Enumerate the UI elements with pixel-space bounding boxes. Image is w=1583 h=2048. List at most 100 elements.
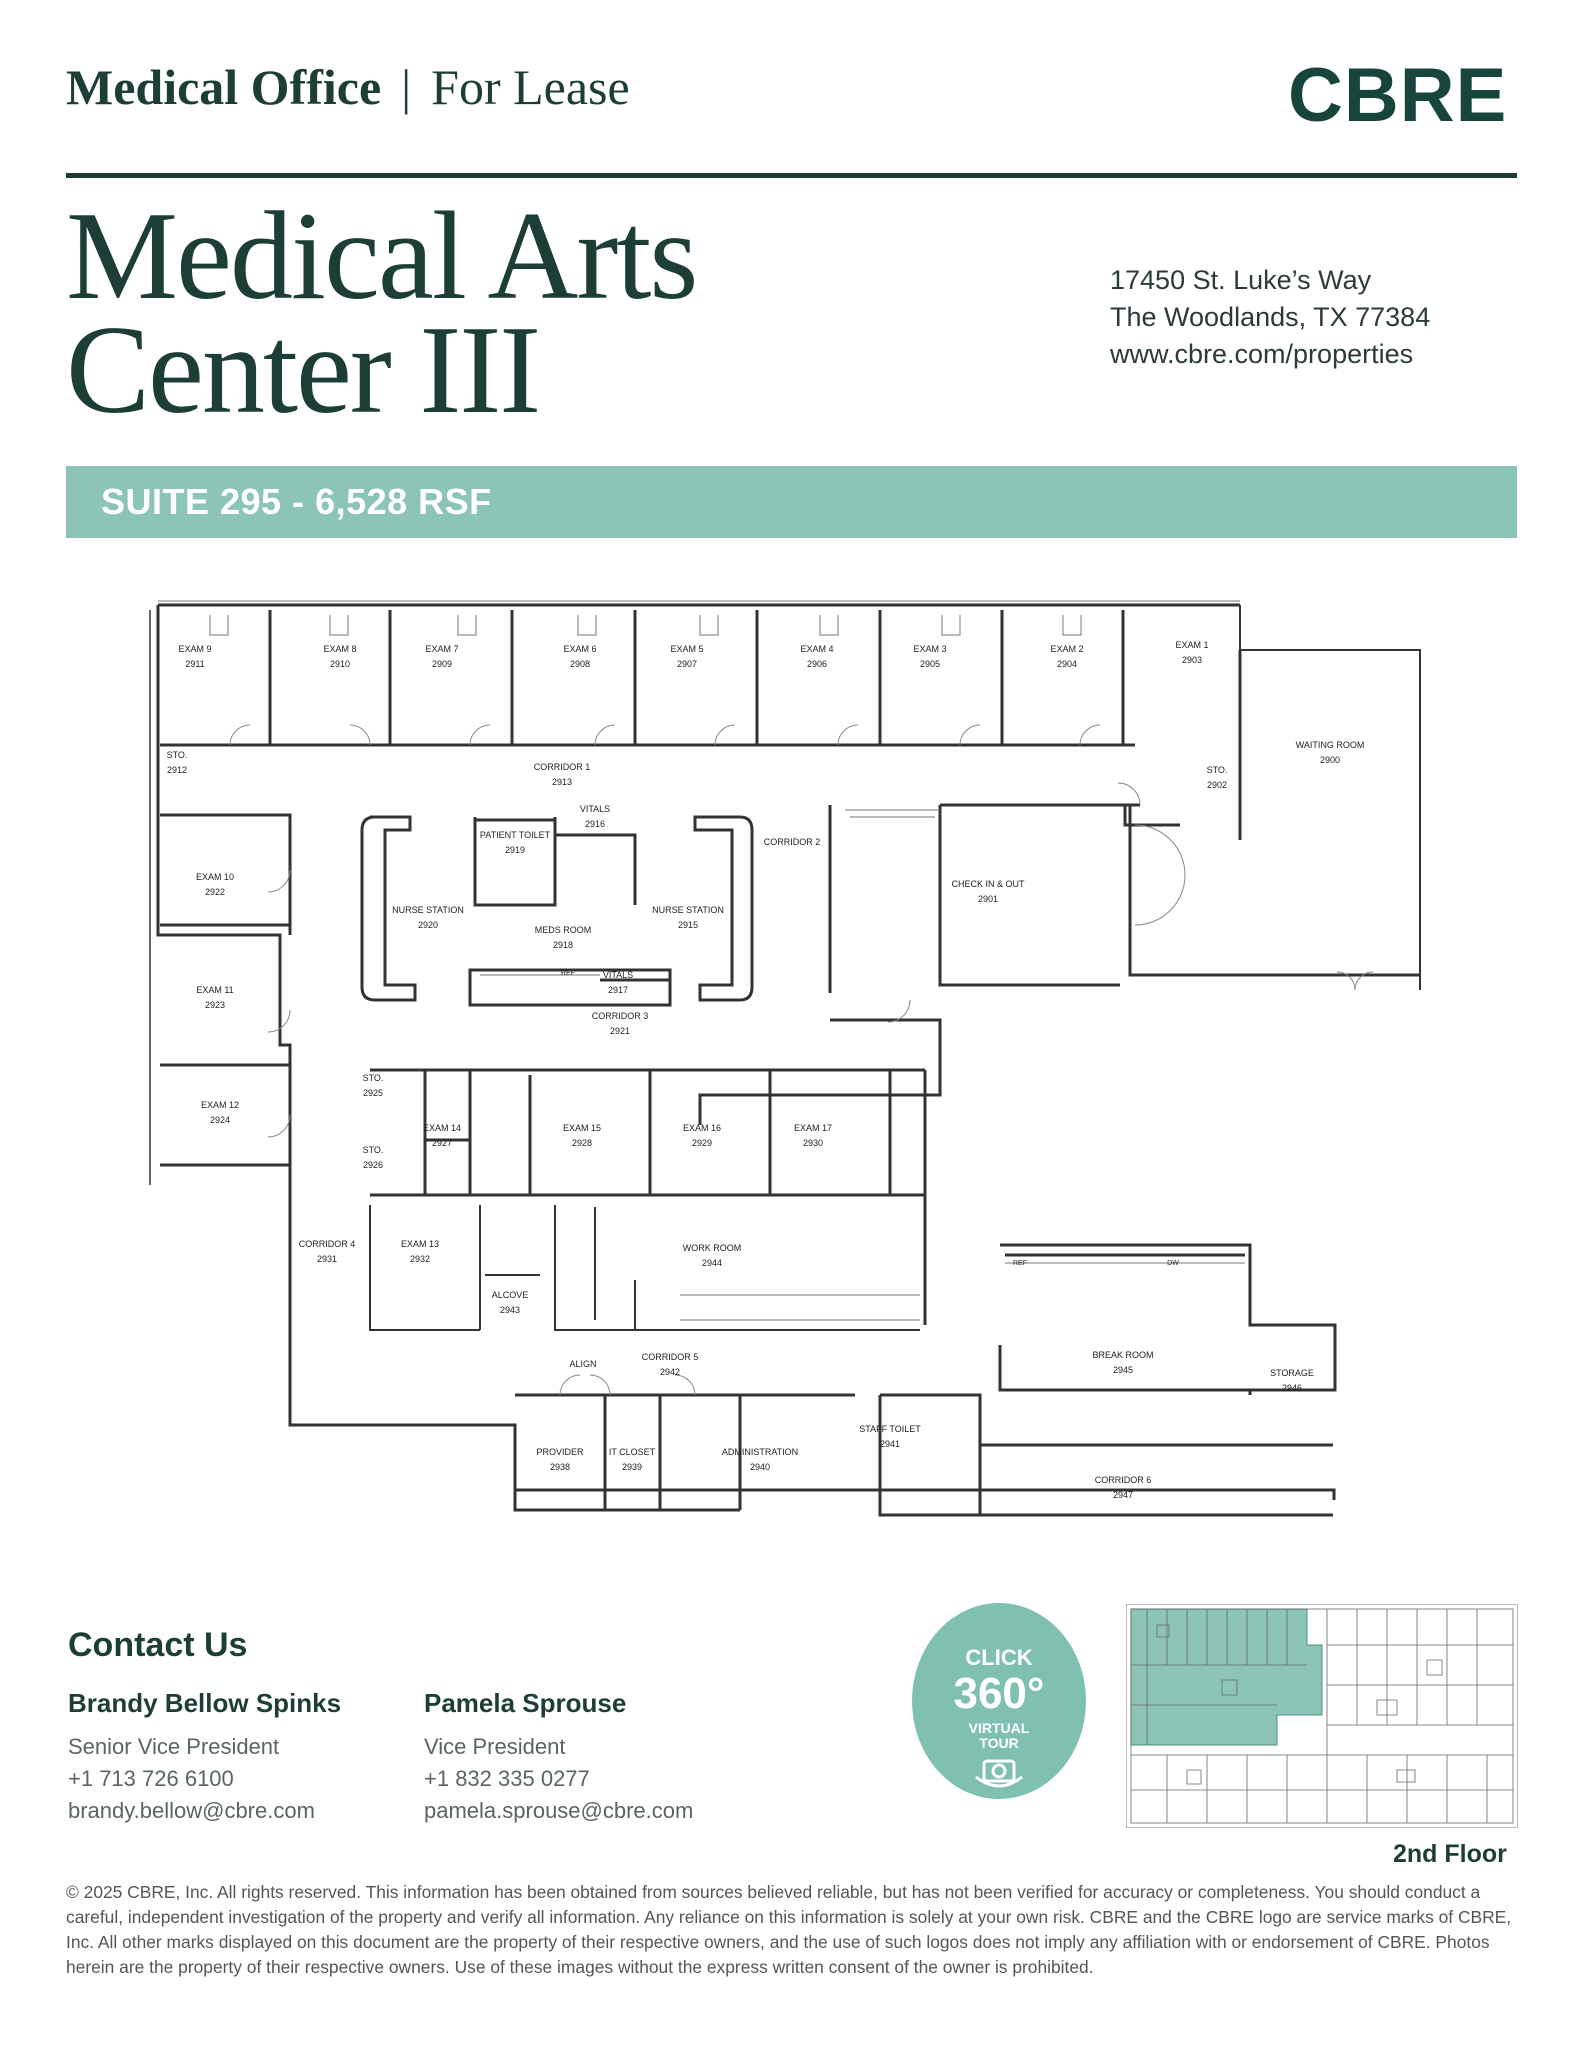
room-label: EXAM 8 xyxy=(323,644,356,654)
suite-label: SUITE 295 - 6,528 RSF xyxy=(101,481,492,522)
align-note: ALIGN xyxy=(569,1359,596,1369)
room-number: 2938 xyxy=(550,1462,570,1472)
room-number: 2916 xyxy=(585,819,605,829)
tour-virtual-label: VIRTUAL xyxy=(968,1720,1030,1736)
room-label: EXAM 3 xyxy=(913,644,946,654)
contact-email-link[interactable]: brandy.bellow@cbre.com xyxy=(68,1798,315,1823)
room-label: STO. xyxy=(363,1145,384,1155)
address-website-link[interactable]: www.cbre.com/properties xyxy=(1110,339,1414,369)
room-number: 2923 xyxy=(205,1000,225,1010)
room-number: 2945 xyxy=(1113,1365,1133,1375)
room-number: 2907 xyxy=(677,659,697,669)
virtual-tour-button[interactable]: CLICK 360° VIRTUAL TOUR xyxy=(912,1603,1086,1799)
key-plan-drawing xyxy=(1130,1608,1514,1824)
room-label: PATIENT TOILET xyxy=(480,830,551,840)
cbre-logo: CBRE xyxy=(1288,53,1508,138)
room-number: 2926 xyxy=(363,1160,383,1170)
room-number: 2917 xyxy=(608,985,628,995)
room-number: 2931 xyxy=(317,1254,337,1264)
room-label: NURSE STATION xyxy=(652,905,724,915)
contact-heading: Contact Us xyxy=(68,1626,248,1664)
room-number: 2932 xyxy=(410,1254,430,1264)
property-title: Medical Arts Center III xyxy=(66,187,698,440)
room-label: EXAM 12 xyxy=(201,1100,239,1110)
camera-360-icon xyxy=(975,1759,1023,1788)
room-number: 2943 xyxy=(500,1305,520,1315)
room-number: 2922 xyxy=(205,887,225,897)
room-label: CORRIDOR 4 xyxy=(299,1239,356,1249)
room-label: CORRIDOR 3 xyxy=(592,1011,649,1021)
room-number: 2915 xyxy=(678,920,698,930)
room-number: 2900 xyxy=(1320,755,1340,765)
room-label: EXAM 1 xyxy=(1175,640,1208,650)
contact-card-2: Pamela Sprouse Vice President +1 832 335… xyxy=(424,1688,693,1827)
room-label: WAITING ROOM xyxy=(1296,740,1365,750)
room-label: BREAK ROOM xyxy=(1092,1350,1153,1360)
address-block: 17450 St. Luke’s Way The Woodlands, TX 7… xyxy=(1110,262,1430,373)
room-label: EXAM 7 xyxy=(425,644,458,654)
room-label: VITALS xyxy=(580,804,610,814)
contact-phone-link[interactable]: +1 713 726 6100 xyxy=(68,1766,234,1791)
header-divider xyxy=(66,173,1517,178)
room-label: WORK ROOM xyxy=(683,1243,742,1253)
room-label: STO. xyxy=(167,750,188,760)
room-label: STO. xyxy=(363,1073,384,1083)
room-number: 2912 xyxy=(167,765,187,775)
contact-title: Senior Vice President xyxy=(68,1734,280,1759)
contact-phone-link[interactable]: +1 832 335 0277 xyxy=(424,1766,590,1791)
address-street: 17450 St. Luke’s Way xyxy=(1110,265,1372,295)
room-number: 2942 xyxy=(660,1367,680,1377)
ref-note: REF xyxy=(1013,1260,1027,1267)
room-label: CHECK IN & OUT xyxy=(951,879,1025,889)
contact-name: Pamela Sprouse xyxy=(424,1688,627,1718)
room-label: EXAM 11 xyxy=(196,985,233,995)
contact-name: Brandy Bellow Spinks xyxy=(68,1688,342,1718)
room-label: STO. xyxy=(1207,765,1228,775)
room-label: EXAM 2 xyxy=(1050,644,1083,654)
room-number: 2939 xyxy=(622,1462,642,1472)
ref-note: REF xyxy=(561,970,575,977)
room-number: 2909 xyxy=(432,659,452,669)
room-number: 2924 xyxy=(210,1115,230,1125)
tour-text: VIRTUAL TOUR xyxy=(912,1721,1086,1751)
room-number: 2913 xyxy=(552,777,572,787)
room-number: 2920 xyxy=(418,920,438,930)
room-number: 2908 xyxy=(570,659,590,669)
room-label: MEDS ROOM xyxy=(535,925,592,935)
room-label: EXAM 13 xyxy=(401,1239,439,1249)
room-label: STAFF TOILET xyxy=(859,1424,921,1434)
header-title: Medical Office|For Lease xyxy=(66,58,630,116)
floor-label: 2nd Floor xyxy=(1393,1840,1507,1868)
floor-plan: EXAM 9 2911 EXAM 8 2910 EXAM 7 2909 EXAM… xyxy=(149,600,1421,1517)
room-label: VITALS xyxy=(603,970,633,980)
room-number: 2930 xyxy=(803,1138,823,1148)
title-line-2: Center III xyxy=(66,301,541,440)
room-number: 2929 xyxy=(692,1138,712,1148)
room-number: 2919 xyxy=(505,845,525,855)
tour-click-label: CLICK xyxy=(965,1645,1033,1670)
room-number: 2925 xyxy=(363,1088,383,1098)
room-label: CORRIDOR 6 xyxy=(1095,1475,1152,1485)
room-label: IT CLOSET xyxy=(609,1447,656,1457)
dw-note: DW xyxy=(1167,1260,1179,1267)
contact-card-1: Brandy Bellow Spinks Senior Vice Preside… xyxy=(68,1688,341,1827)
contact-title: Vice President xyxy=(424,1734,566,1759)
room-label: ALCOVE xyxy=(492,1290,529,1300)
room-label: EXAM 10 xyxy=(196,872,234,882)
room-label: CORRIDOR 2 xyxy=(764,837,821,847)
title-line-1: Medical Arts xyxy=(66,187,698,326)
suite-banner: SUITE 295 - 6,528 RSF xyxy=(66,466,1517,538)
contact-email-link[interactable]: pamela.sprouse@cbre.com xyxy=(424,1798,694,1823)
room-label: EXAM 15 xyxy=(563,1123,601,1133)
room-label: EXAM 6 xyxy=(563,644,596,654)
room-label: CORRIDOR 1 xyxy=(534,762,591,772)
category-label: Medical Office xyxy=(66,59,382,115)
room-label: EXAM 5 xyxy=(670,644,703,654)
room-number: 2906 xyxy=(807,659,827,669)
header-separator: | xyxy=(401,59,412,115)
room-label: EXAM 17 xyxy=(794,1123,832,1133)
room-number: 2944 xyxy=(702,1258,722,1268)
room-label: NURSE STATION xyxy=(392,905,464,915)
room-number: 2940 xyxy=(750,1462,770,1472)
tour-360-label: 360° xyxy=(953,1669,1045,1718)
